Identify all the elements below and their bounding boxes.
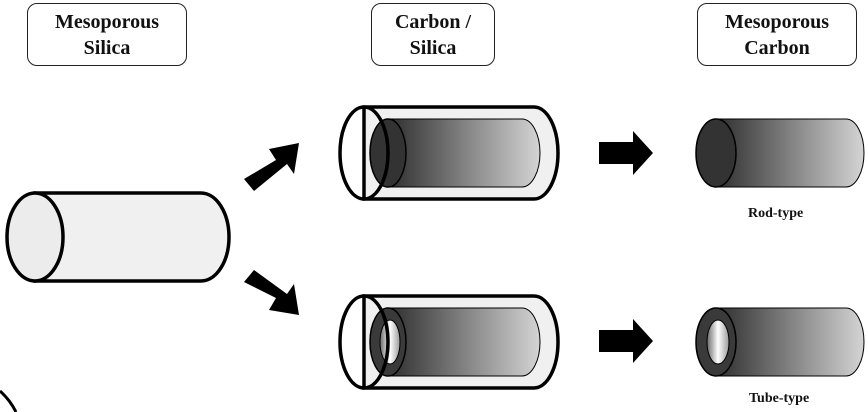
stage-label-line: Carbon / [394,10,472,33]
stage-label-mesoporous-carbon: Mesoporous Carbon [697,3,857,66]
stage-label-mesoporous-silica: Mesoporous Silica [27,3,187,66]
composite-cylinder-tube [338,294,560,390]
rod-type-caption: Rod-type [748,206,804,221]
arrow-up-right-icon [244,143,299,191]
arrow-right-icon [599,319,653,363]
stage-label-carbon-silica: Carbon / Silica [371,3,495,66]
carbon-rod [695,118,865,188]
stage-label-line: Carbon [744,36,810,59]
carbon-tube [695,307,865,377]
arrow-down-right-icon [244,270,299,315]
tube-type-caption: Tube-type [749,391,810,406]
silica-cylinder [5,191,231,283]
stage-label-line: Mesoporous [724,10,830,33]
stage-label-line: Silica [409,36,457,59]
corner-curve [0,389,18,412]
arrow-right-icon [599,131,653,175]
stage-label-line: Mesoporous [54,10,160,33]
composite-cylinder-rod [338,105,560,201]
stage-label-line: Silica [83,36,131,59]
